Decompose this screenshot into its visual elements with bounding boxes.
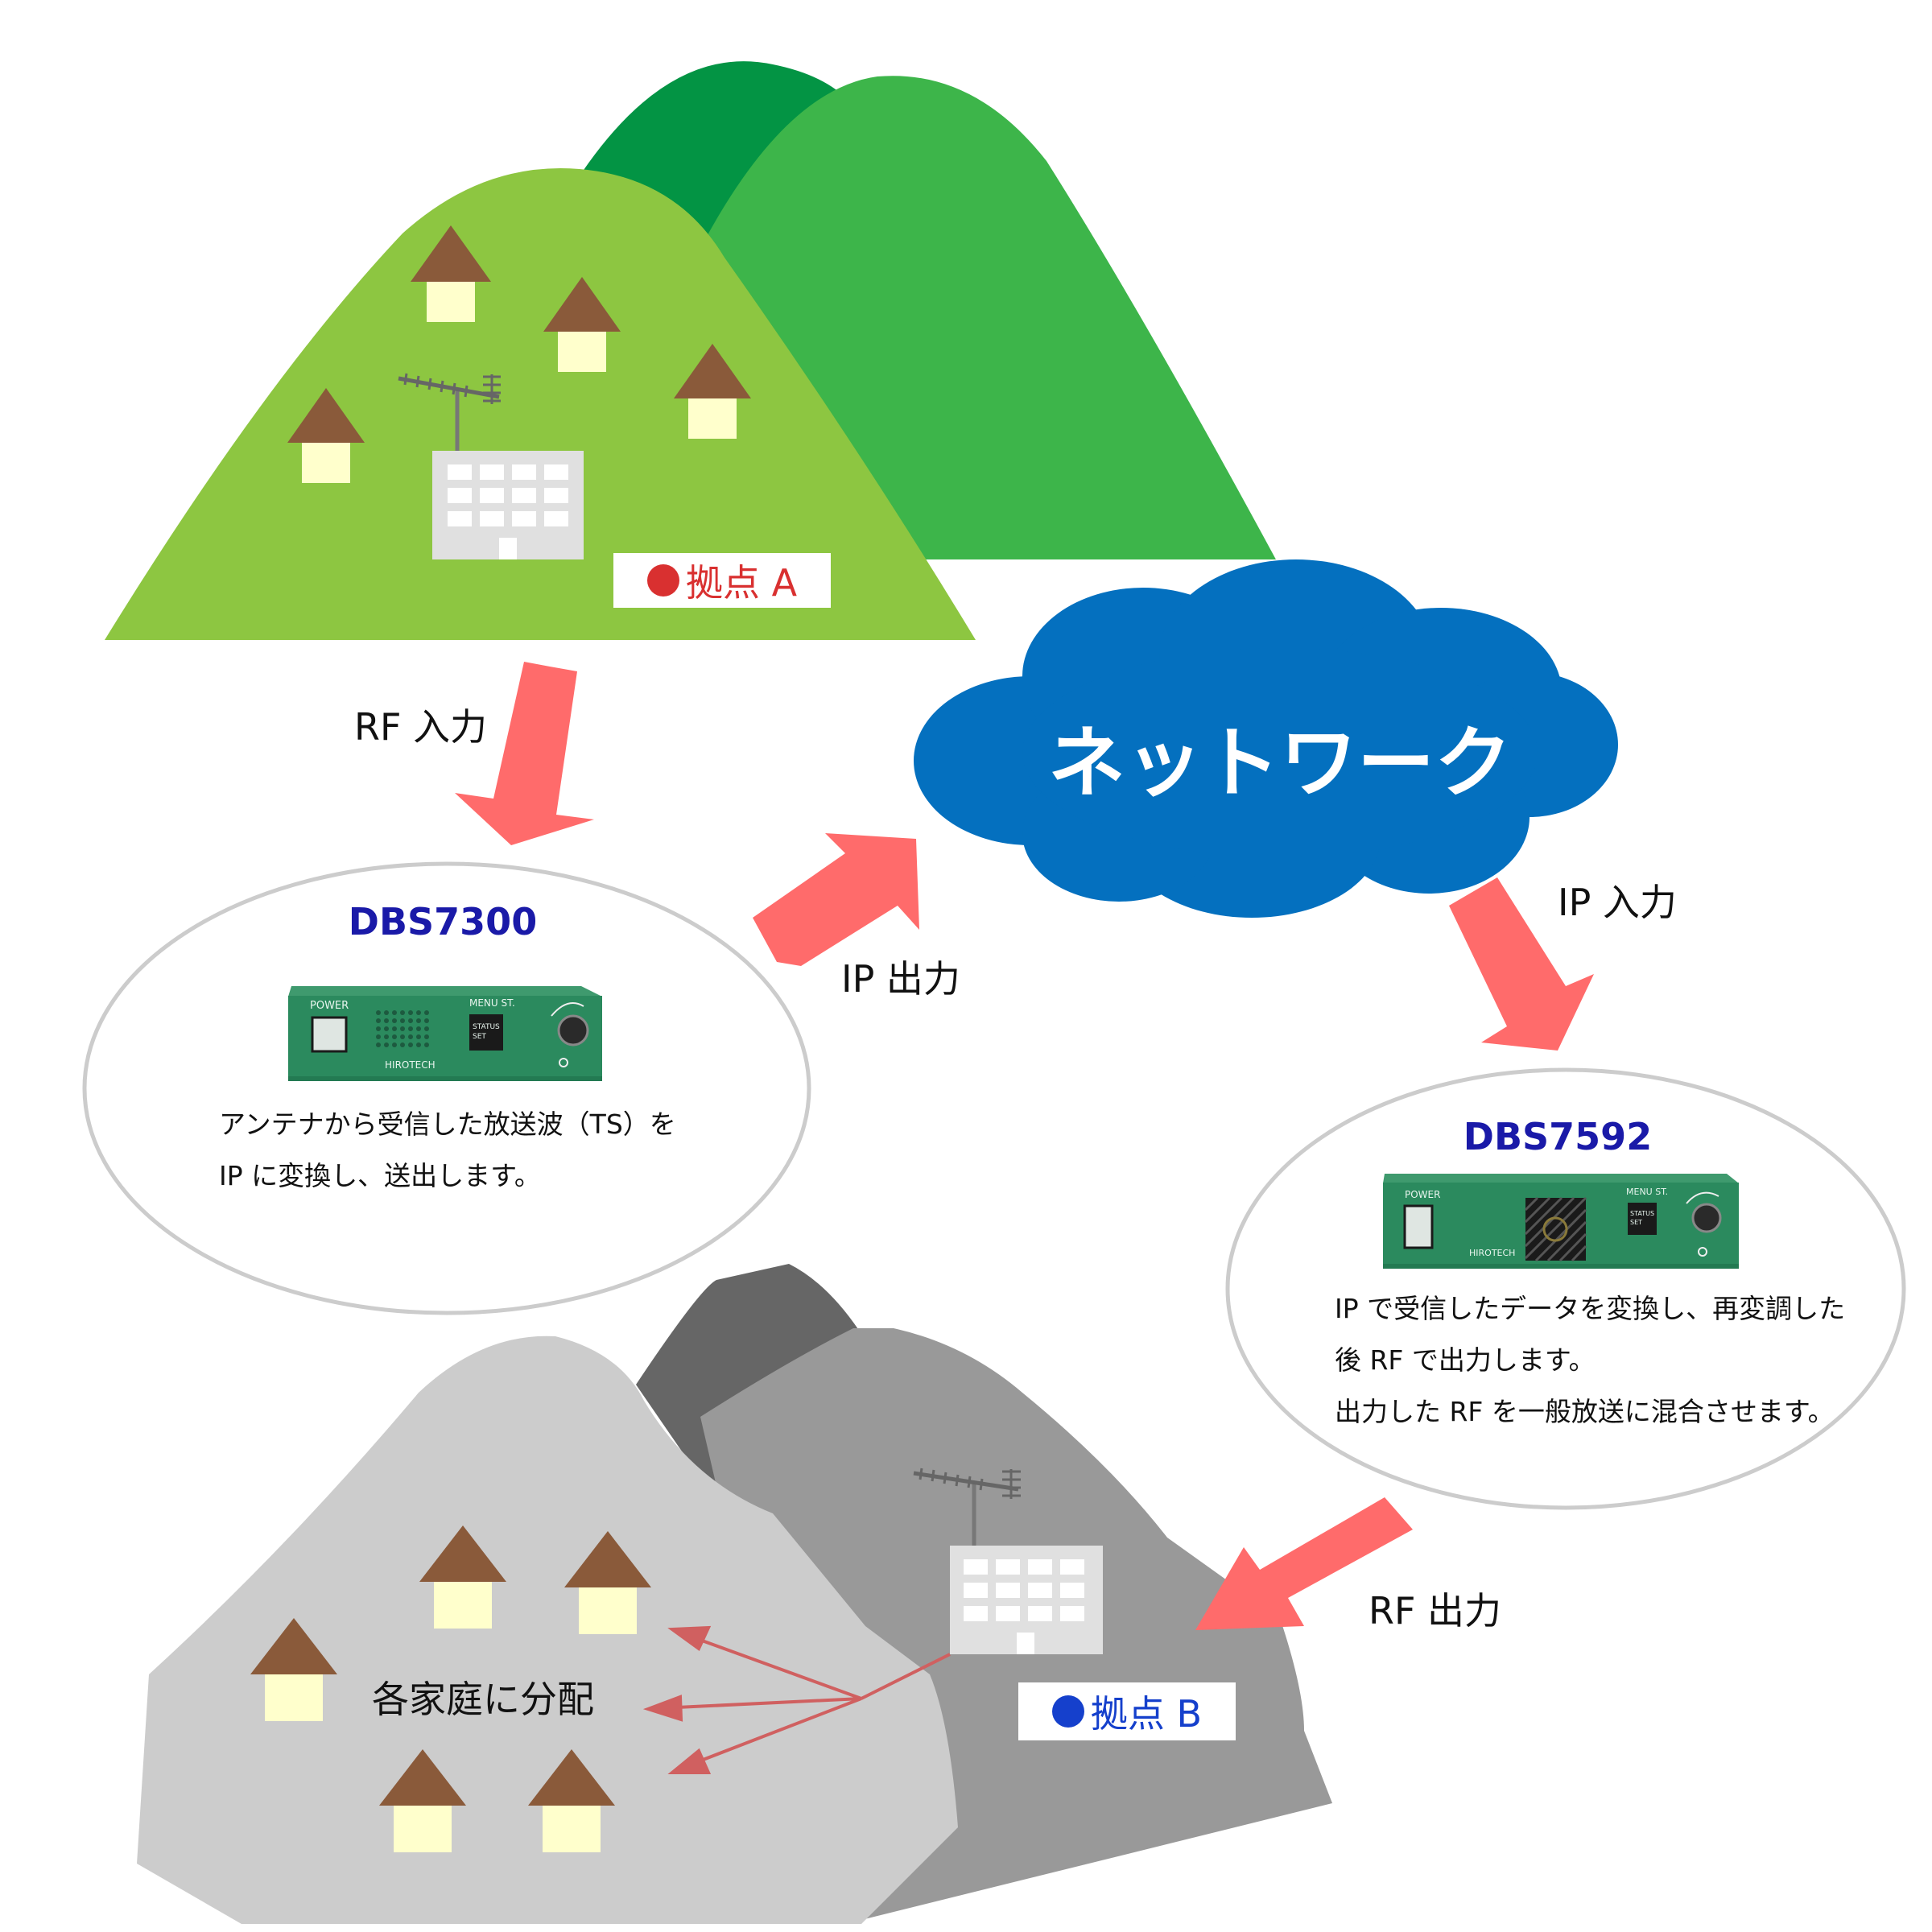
distribution-label: 各家庭に分配 bbox=[372, 1678, 594, 1721]
site-a-label: 拠点 A bbox=[685, 561, 798, 605]
site-a-dot bbox=[646, 564, 679, 597]
status-display bbox=[469, 1014, 503, 1051]
network-label: ネットワーク bbox=[1048, 718, 1512, 808]
device-tx-set-label: SET bbox=[473, 1033, 486, 1041]
speaker-grille bbox=[376, 1010, 429, 1047]
site-a-mountains bbox=[105, 61, 1276, 640]
rotary-knob bbox=[557, 1014, 589, 1046]
mountain-mid bbox=[708, 76, 1276, 559]
rotary-knob bbox=[1691, 1203, 1722, 1233]
device-tx-bubble bbox=[82, 861, 811, 1315]
mountain-front bbox=[105, 168, 976, 640]
device-rx-model: DBS7592 bbox=[1463, 1115, 1653, 1158]
house bbox=[528, 1749, 615, 1852]
site-a-houses bbox=[287, 225, 751, 483]
site-b-dot bbox=[1051, 1695, 1084, 1728]
site-b-mountains bbox=[137, 1264, 1332, 1924]
device-rx-description-line: 出力した RF を一般放送に混合させます。 bbox=[1335, 1396, 1835, 1427]
device-rx-description: IP で受信したデータを変換し、再変調した 後 RF で出力します。 出力した … bbox=[1335, 1283, 1866, 1438]
device-rx-brand: HIROTECH bbox=[1469, 1248, 1515, 1258]
site-a-badge: 拠点 A bbox=[613, 553, 831, 608]
arrow-ip-in bbox=[1449, 877, 1594, 1051]
site-b-houses bbox=[250, 1525, 651, 1852]
arrow-rf-out bbox=[1195, 1497, 1413, 1630]
arrow-rf-in bbox=[455, 662, 594, 845]
site-a-building bbox=[398, 373, 584, 559]
flow-arrows bbox=[455, 662, 1594, 1630]
device-tx-status-label: STATUS bbox=[473, 1023, 500, 1031]
flow-label-rf-in: RF 入力 bbox=[354, 705, 488, 749]
arrow-ip-out bbox=[753, 833, 919, 966]
house bbox=[674, 344, 751, 439]
device-tx-description-line: IP に変換し、送出します。 bbox=[219, 1160, 541, 1191]
flow-label-ip-out: IP 出力 bbox=[841, 957, 960, 1001]
power-button bbox=[1403, 1204, 1434, 1249]
site-b-building bbox=[913, 1468, 1103, 1654]
device-tx-menu-label: MENU ST. bbox=[469, 997, 515, 1009]
device-rx-menu-label: MENU ST. bbox=[1626, 1187, 1668, 1197]
house bbox=[543, 277, 621, 372]
device-rx-description-line: 後 RF で出力します。 bbox=[1335, 1344, 1596, 1376]
site-b-badge: 拠点 B bbox=[1018, 1682, 1236, 1740]
flow-label-rf-out: RF 出力 bbox=[1368, 1589, 1502, 1633]
house bbox=[287, 388, 365, 483]
house bbox=[411, 225, 491, 322]
fan-vent bbox=[1524, 1196, 1587, 1262]
device-tx-power-label: POWER bbox=[310, 1000, 349, 1012]
device-tx-description-line: アンテナから受信した放送波（TS）を bbox=[219, 1108, 676, 1140]
flow-label-ip-in: IP 入力 bbox=[1558, 881, 1677, 924]
power-button bbox=[311, 1016, 348, 1053]
house bbox=[379, 1749, 466, 1852]
house bbox=[250, 1618, 337, 1721]
device-tx-brand: HIROTECH bbox=[385, 1059, 436, 1071]
device-tx-description: アンテナから受信した放送波（TS）を IP に変換し、送出します。 bbox=[219, 1099, 718, 1202]
house bbox=[564, 1531, 651, 1634]
mountain-light bbox=[137, 1335, 958, 1924]
house bbox=[419, 1525, 506, 1629]
distribution-arrows bbox=[642, 1625, 951, 1774]
device-rx-power-label: POWER bbox=[1405, 1189, 1440, 1200]
status-display bbox=[1628, 1203, 1657, 1235]
device-rx-description-line: IP で受信したデータを変換し、再変調した bbox=[1335, 1293, 1846, 1324]
site-b-label: 拠点 B bbox=[1090, 1692, 1203, 1736]
device-rx-status-label: STATUS bbox=[1630, 1210, 1654, 1217]
device-rx-set-label: SET bbox=[1630, 1219, 1642, 1226]
device-rx-panel: POWER HIROTECH MENU ST. STATUS SET bbox=[1383, 1174, 1739, 1269]
device-tx-model: DBS7300 bbox=[348, 900, 538, 943]
device-tx-panel: POWER HIROTECH MENU ST. STATUS SET bbox=[288, 986, 602, 1081]
network-cloud bbox=[914, 559, 1618, 918]
